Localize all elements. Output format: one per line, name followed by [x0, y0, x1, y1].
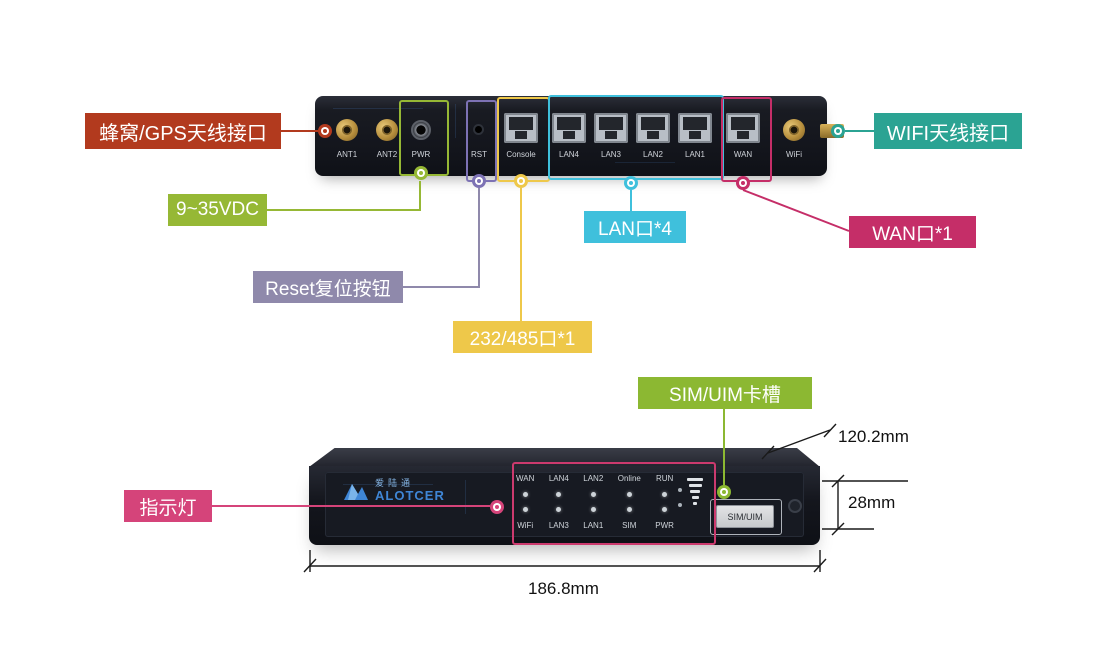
callout-wifi-antenna: WIFI天线接口	[874, 113, 1022, 149]
sim-slot-bezel	[710, 499, 782, 535]
brand-name-en: ALOTCER	[375, 487, 445, 503]
marker-dot-serial	[514, 174, 528, 188]
screw-hole	[790, 501, 800, 511]
port-label-lan2: LAN2	[642, 150, 664, 159]
port-label-rst: RST	[471, 150, 487, 159]
callout-wan-port: WAN口*1	[849, 216, 976, 248]
marker-dot-power	[414, 166, 428, 180]
led-dot	[522, 506, 528, 512]
marker-dot-lan	[624, 176, 638, 190]
led-label-pwr: PWR	[655, 520, 674, 530]
port-label-lan1: LAN1	[684, 150, 706, 159]
led-label-online: Online	[617, 474, 641, 483]
led-column: LAN4 LAN3	[549, 474, 569, 530]
marker-dot-cellular	[318, 124, 332, 138]
callout-serial-port: 232/485口*1	[453, 321, 592, 353]
lan3-port	[594, 113, 628, 143]
led-dot	[590, 492, 596, 498]
led-label-lan2: LAN2	[583, 474, 604, 483]
brand-name-cn: 爱陆通	[375, 478, 415, 488]
port-label-pwr: PWR	[411, 150, 431, 159]
led-column: Online SIM	[618, 474, 641, 530]
marker-dot-leds	[490, 500, 504, 514]
lan1-port	[678, 113, 712, 143]
status-dot	[678, 503, 682, 507]
wifi-antenna-connector	[783, 119, 805, 141]
console-port	[504, 113, 538, 143]
callout-lan-ports: LAN口*4	[584, 211, 686, 243]
led-label-sim: SIM	[622, 520, 637, 530]
port-label-lan4: LAN4	[558, 150, 580, 159]
led-column: RUN PWR	[655, 474, 674, 530]
brand-logo: 爱陆通 ALOTCER	[343, 478, 445, 503]
port-label-ant1: ANT1	[336, 150, 358, 159]
marker-dot-wifi	[831, 124, 845, 138]
led-label-run: RUN	[655, 474, 674, 483]
led-label-lan1: LAN1	[583, 520, 604, 530]
callout-reset-button: Reset复位按钮	[253, 271, 403, 303]
led-dot	[522, 492, 528, 498]
led-label-wan: WAN	[516, 474, 535, 483]
dimension-width: 186.8mm	[528, 579, 599, 598]
led-dot	[626, 506, 632, 512]
signal-bars-icon	[687, 478, 703, 505]
brand-logo-icon	[344, 484, 368, 501]
marker-dot-wan	[736, 176, 750, 190]
status-dot	[678, 488, 682, 492]
marker-dot-reset	[472, 174, 486, 188]
led-dot	[590, 506, 596, 512]
callout-indicator-lights: 指示灯	[124, 490, 212, 522]
led-dot	[626, 492, 632, 498]
led-label-lan3: LAN3	[548, 520, 569, 530]
lan4-port	[552, 113, 586, 143]
port-label-wifi: WiFi	[786, 150, 802, 159]
sim-slot-label: SIM/UIM	[727, 511, 763, 522]
reset-pinhole	[475, 126, 482, 133]
ant1-antenna-connector	[336, 119, 358, 141]
power-jack	[411, 120, 431, 140]
led-dot	[556, 492, 562, 498]
power-highlight-box	[399, 100, 449, 176]
wan-highlight-box	[721, 97, 772, 182]
reset-highlight-box	[466, 100, 497, 182]
callout-cellular-gps-antenna: 蜂窝/GPS天线接口	[85, 113, 281, 149]
led-indicator-grid: WAN WiFi LAN4 LAN3 LAN2 LAN1 Online	[516, 474, 674, 530]
port-label-wan: WAN	[733, 150, 753, 159]
callout-power-input: 9~35VDC	[168, 194, 267, 226]
led-label-lan4: LAN4	[548, 474, 569, 483]
marker-dot-sim	[717, 485, 731, 499]
wan-port	[726, 113, 760, 143]
led-dot	[662, 492, 668, 498]
connector-reset	[403, 188, 480, 288]
led-highlight-box	[512, 462, 716, 545]
led-column: LAN2 LAN1	[583, 474, 603, 530]
led-label-wifi: WiFi	[517, 520, 534, 530]
led-dot	[662, 506, 668, 512]
led-dot	[556, 506, 562, 512]
lan2-port	[636, 113, 670, 143]
callout-sim-uim-slot: SIM/UIM卡槽	[638, 377, 812, 409]
port-label-console: Console	[506, 150, 536, 159]
connector-power	[267, 181, 421, 211]
console-highlight-box	[497, 97, 550, 182]
ant2-antenna-connector	[376, 119, 398, 141]
connector-wan	[742, 189, 850, 232]
led-column: WAN WiFi	[516, 474, 534, 530]
port-label-lan3: LAN3	[600, 150, 622, 159]
dimension-depth: 120.2mm	[838, 427, 909, 446]
lan-highlight-box	[548, 95, 724, 180]
dimension-height: 28mm	[848, 493, 896, 512]
port-label-ant2: ANT2	[376, 150, 398, 159]
sim-uim-slot: SIM/UIM	[716, 505, 774, 528]
